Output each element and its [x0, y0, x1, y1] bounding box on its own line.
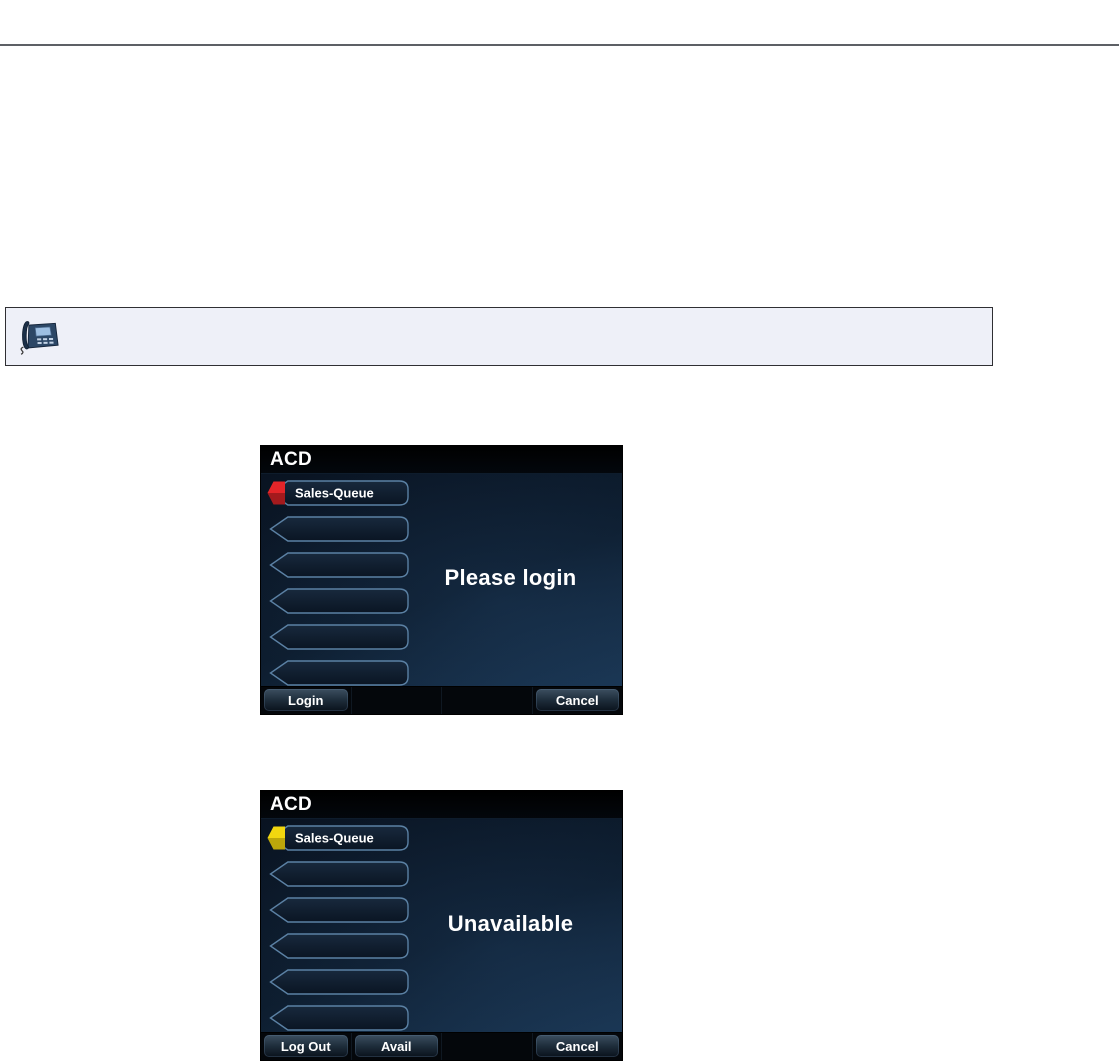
screen-body: Sales-Queue	[261, 474, 622, 686]
line-key-empty[interactable]	[268, 897, 409, 923]
note-box	[5, 307, 993, 366]
line-key-empty[interactable]	[268, 1005, 409, 1031]
line-key-empty[interactable]	[268, 861, 409, 887]
line-key-label: Sales-Queue	[295, 485, 374, 501]
line-status-marker-icon	[267, 481, 285, 505]
softkey-bar: Login Cancel	[261, 686, 622, 714]
softkey-cancel[interactable]: Cancel	[531, 687, 623, 714]
line-key-empty[interactable]	[268, 552, 409, 578]
line-key-empty[interactable]	[268, 588, 409, 614]
screen-title-bar: ACD	[261, 791, 622, 819]
line-key-column: Sales-Queue	[261, 474, 413, 686]
status-area: Please login	[413, 474, 622, 686]
screen-body: Sales-Queue	[261, 819, 622, 1032]
line-key-empty[interactable]	[268, 969, 409, 995]
screen-title-bar: ACD	[261, 446, 622, 474]
line-key-label: Sales-Queue	[295, 830, 374, 846]
screen-title: ACD	[270, 448, 313, 470]
line-key-sales-queue[interactable]: Sales-Queue	[267, 480, 409, 506]
softkey-empty	[441, 1033, 532, 1060]
line-key-column: Sales-Queue	[261, 819, 413, 1032]
line-key-sales-queue[interactable]: Sales-Queue	[267, 825, 409, 851]
line-status-marker-icon	[267, 826, 285, 850]
screen-title: ACD	[270, 793, 313, 815]
status-message: Unavailable	[447, 910, 574, 936]
phone-screen-unavailable: ACD Sales-Queue	[260, 790, 623, 1061]
softkey-cancel[interactable]: Cancel	[531, 1033, 623, 1060]
header-rule	[0, 44, 1119, 46]
softkey-avail[interactable]: Avail	[350, 1033, 442, 1060]
line-key-empty[interactable]	[268, 660, 409, 686]
phone-screen-please-login: ACD Sales-Queue	[260, 445, 623, 715]
phone-icon	[16, 316, 60, 358]
line-key-empty[interactable]	[268, 933, 409, 959]
softkey-bar: Log Out Avail Cancel	[261, 1032, 622, 1060]
softkey-logout[interactable]: Log Out	[261, 1033, 351, 1060]
softkey-login[interactable]: Login	[261, 687, 351, 714]
softkey-empty	[441, 687, 532, 714]
line-key-empty[interactable]	[268, 624, 409, 650]
line-key-empty[interactable]	[268, 516, 409, 542]
status-message: Please login	[444, 565, 577, 590]
status-area: Unavailable	[413, 819, 622, 1032]
softkey-empty	[350, 687, 442, 714]
